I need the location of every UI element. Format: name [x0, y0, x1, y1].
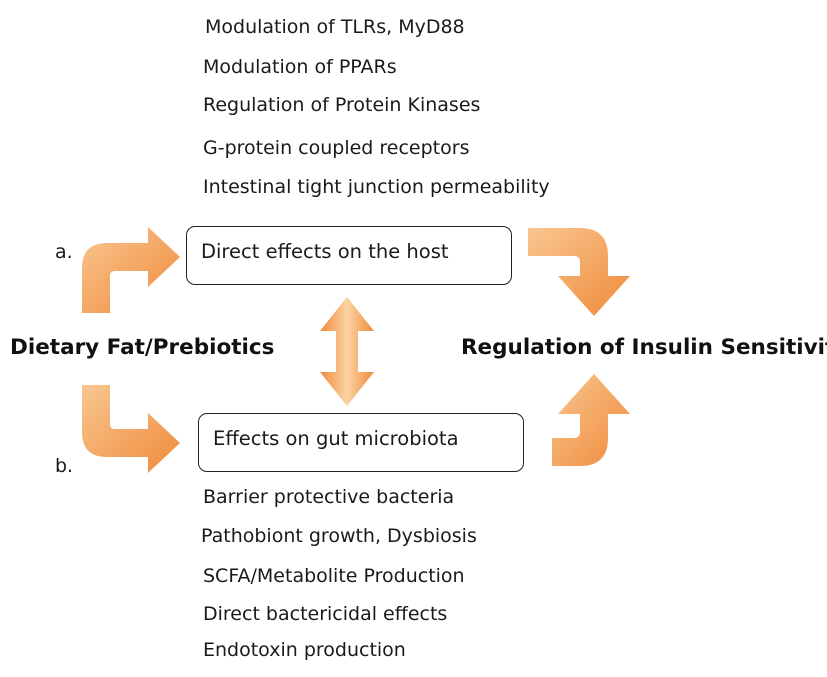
host-effect-item: Modulation of PPARs — [203, 56, 397, 78]
source-node-dietary-fat: Dietary Fat/Prebiotics — [10, 335, 275, 360]
microbiota-effect-item: Barrier protective bacteria — [203, 486, 455, 508]
microbiota-effect-item: Direct bactericidal effects — [203, 603, 448, 625]
arrow-microbiota-to-insulin-icon — [552, 374, 630, 466]
box-direct-host-effects: Direct effects on the host — [186, 226, 512, 285]
bidirectional-arrow-icon — [320, 297, 374, 406]
pathway-label-b: b. — [55, 455, 74, 477]
box-gut-microbiota-effects: Effects on gut microbiota — [198, 413, 524, 472]
microbiota-effect-item: Endotoxin production — [203, 639, 406, 661]
host-effect-item: G-protein coupled receptors — [203, 137, 470, 159]
box-b-label: Effects on gut microbiota — [213, 427, 459, 450]
host-effect-item: Regulation of Protein Kinases — [203, 94, 481, 116]
arrow-a-icon — [82, 227, 180, 313]
microbiota-effect-item: Pathobiont growth, Dysbiosis — [201, 525, 477, 547]
pathway-label-a: a. — [55, 241, 73, 263]
host-effect-item: Intestinal tight junction permeability — [203, 176, 550, 198]
microbiota-effect-item: SCFA/Metabolite Production — [203, 565, 465, 587]
arrow-b-icon — [82, 385, 180, 473]
target-node-insulin-sensitivity: Regulation of Insulin Sensitivity — [461, 335, 827, 360]
host-effect-item: Modulation of TLRs, MyD88 — [205, 16, 465, 38]
box-a-label: Direct effects on the host — [201, 240, 449, 263]
arrow-host-to-insulin-icon — [528, 228, 630, 316]
